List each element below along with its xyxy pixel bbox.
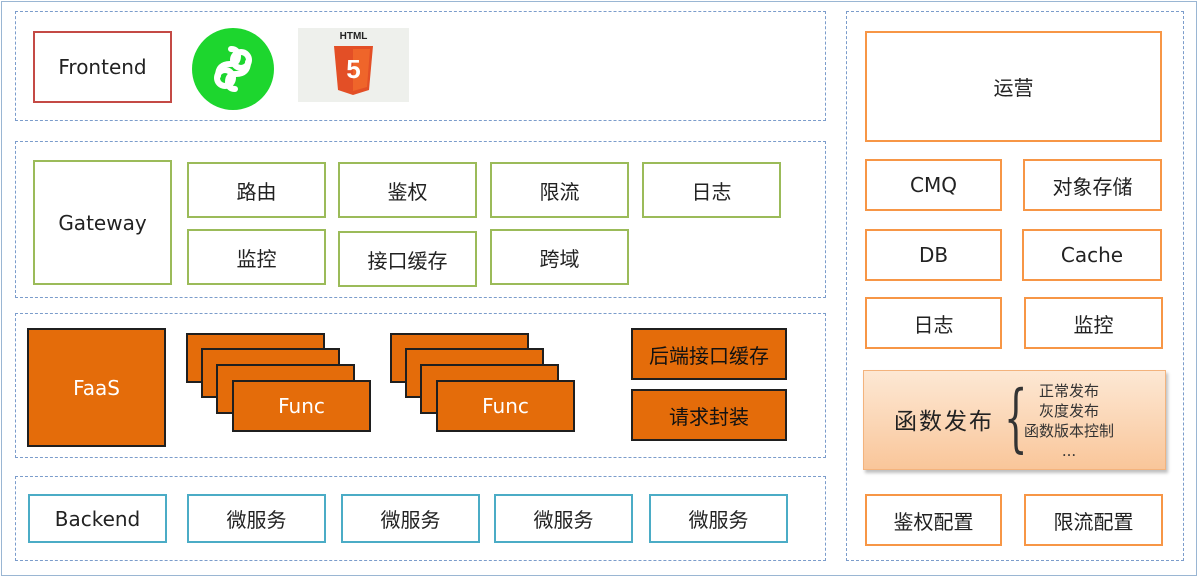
gateway-item-auth: 鉴权 [338,162,477,218]
function-publish-box: 函数发布 { 正常发布 灰度发布 函数版本控制 ... [863,370,1166,470]
html5-icon: 5 HTML [298,28,409,102]
html5-digit: 5 [346,54,360,84]
ops-title-box: 运营 [865,31,1162,142]
microservice-box: 微服务 [649,494,788,543]
gateway-panel [15,141,826,298]
gateway-item-api-cache: 接口缓存 [338,231,477,287]
gateway-item-logging: 日志 [642,162,781,218]
backend-box: Backend [28,494,167,543]
frontend-panel [15,11,826,121]
faas-box: FaaS [27,328,166,447]
ops-item-cache: Cache [1022,229,1162,281]
auth-config-box: 鉴权配置 [865,494,1002,546]
microservice-box: 微服务 [341,494,480,543]
ops-item-db: DB [865,229,1002,281]
func-box-1: Func [232,380,371,432]
func-label: Func [482,394,529,418]
publish-option: ... [1061,442,1077,460]
mini-program-icon [192,28,274,110]
publish-option: 灰度发布 [1039,402,1100,420]
gateway-box: Gateway [33,160,172,285]
gateway-item-rate-limit: 限流 [490,162,629,218]
microservice-box: 微服务 [187,494,326,543]
frontend-box: Frontend [33,31,172,103]
html5-text: HTML [339,31,368,42]
ops-item-monitoring: 监控 [1024,297,1163,349]
request-wrapper-box: 请求封装 [631,389,787,441]
publish-options-list: 正常发布 灰度发布 函数版本控制 ... [1024,381,1114,461]
gateway-item-cors: 跨域 [490,229,629,285]
ops-panel [846,11,1184,561]
faas-panel [15,313,826,458]
gateway-item-monitoring: 监控 [187,229,326,285]
publish-brace: { [1004,375,1028,461]
publish-option: 正常发布 [1039,382,1100,400]
publish-option: 函数版本控制 [1024,422,1115,440]
backend-api-cache-box: 后端接口缓存 [631,328,787,380]
func-label: Func [278,394,325,418]
function-publish-title: 函数发布 [894,409,994,435]
ops-item-cmq: CMQ [865,159,1002,211]
rate-limit-config-box: 限流配置 [1024,494,1163,546]
ops-item-logging: 日志 [865,297,1002,349]
func-box-2: Func [436,380,575,432]
microservice-box: 微服务 [494,494,633,543]
gateway-item-routing: 路由 [187,162,326,218]
ops-item-object-storage: 对象存储 [1023,159,1162,211]
backend-panel [15,476,826,561]
